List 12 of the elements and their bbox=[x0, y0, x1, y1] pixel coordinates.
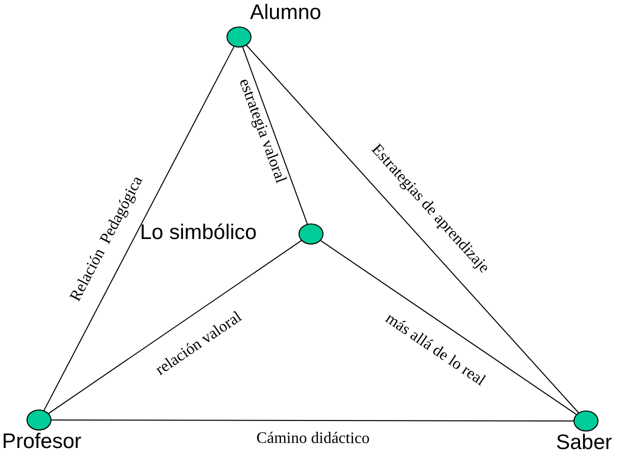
connector-line bbox=[242, 46, 308, 225]
edge-label: más allá de lo real bbox=[382, 310, 488, 389]
edge-label: Cámino didáctico bbox=[256, 430, 370, 447]
node-label: Alumno bbox=[250, 2, 322, 23]
connector-line bbox=[43, 46, 235, 412]
node-label: Profesor bbox=[2, 431, 82, 452]
connector-line bbox=[50, 420, 574, 422]
connector-line bbox=[320, 240, 578, 416]
connector-line bbox=[246, 44, 580, 414]
connector-line bbox=[48, 240, 302, 414]
node-label: Saber bbox=[556, 432, 612, 453]
node-label: Lo simbólico bbox=[140, 222, 257, 243]
